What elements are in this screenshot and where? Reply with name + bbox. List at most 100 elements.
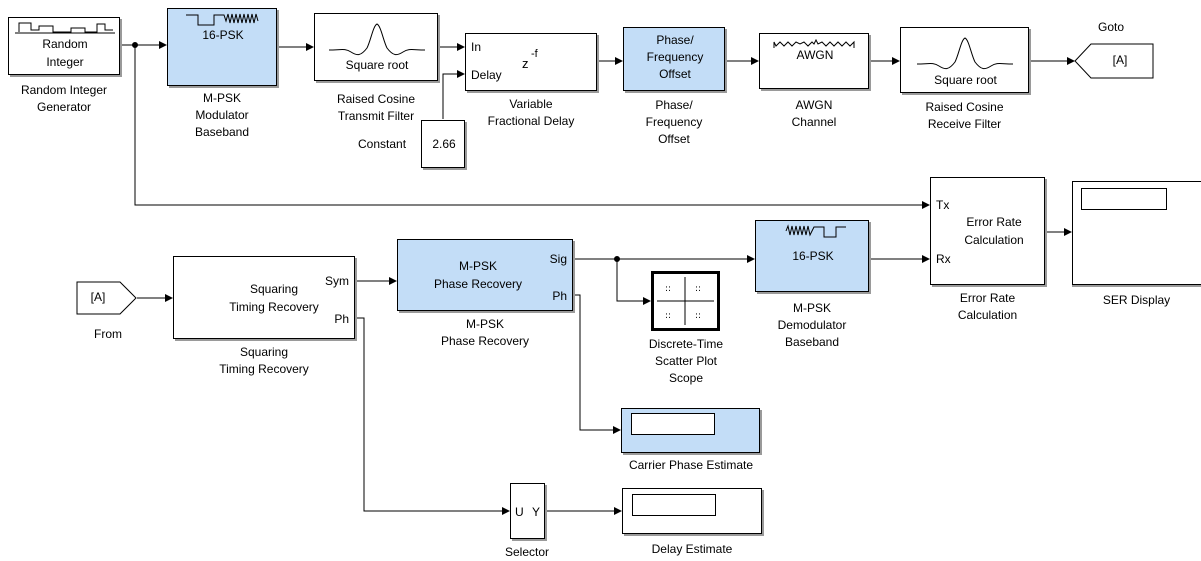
timing-recovery-text-2: Timing Recovery	[229, 300, 319, 314]
wire-timing-ph-to-selector	[355, 317, 510, 515]
scatter-scope-caption: Discrete-Time Scatter Plot Scope	[626, 336, 746, 387]
caption-line: Random Integer	[20, 83, 108, 97]
phase-offset-block[interactable]: Phase/ Frequency Offset	[623, 27, 725, 91]
delay-estimate-screen	[632, 494, 716, 516]
caption-line: Demodulator	[777, 318, 847, 332]
mpsk-modulator-block[interactable]: 16-PSK	[167, 8, 277, 86]
scatter-scope-block[interactable]: :::: ::::	[651, 271, 720, 331]
caption-line: M-PSK	[202, 91, 241, 105]
wire-phaserec-to-scatter	[616, 259, 651, 305]
error-rate-caption: Error Rate Calculation	[930, 290, 1045, 324]
from-tag-text: [A]	[90, 290, 106, 304]
caption-line: Fractional Delay	[487, 114, 575, 128]
caption-line: AWGN	[795, 98, 833, 112]
phase-recovery-block[interactable]: M-PSK Phase Recovery Sig Ph	[397, 239, 573, 311]
caption-line: Raised Cosine	[336, 92, 416, 106]
rx-filter-block[interactable]: Square root	[900, 27, 1029, 93]
from-tag-shape[interactable]	[76, 281, 140, 317]
tx-filter-block[interactable]: Square root	[314, 13, 438, 81]
constant-value: 2.66	[432, 137, 456, 151]
port-tx-label: Tx	[936, 198, 950, 212]
mpsk-demodulator-block[interactable]: 16-PSK	[755, 220, 869, 292]
caption-line: Modulator	[195, 108, 249, 122]
caption-line: Phase Recovery	[440, 334, 530, 348]
caption-line: Receive Filter	[927, 117, 1002, 131]
ser-display-caption: SER Display	[1102, 293, 1171, 307]
caption-line: Timing Recovery	[219, 362, 309, 376]
goto-caption: Goto	[1097, 20, 1124, 34]
caption-line: Squaring	[239, 345, 289, 359]
selector-block[interactable]: U Y	[510, 483, 545, 539]
port-ph-label: Ph	[552, 289, 567, 303]
selector-caption: Selector	[504, 545, 550, 559]
wire-phaserec-ph-to-carrier	[573, 294, 621, 434]
random-integer-caption: Random Integer Generator	[0, 82, 128, 116]
awgn-block[interactable]: AWGN	[759, 33, 869, 89]
caption-line: Transmit Filter	[337, 109, 415, 123]
caption-line: Scatter Plot	[654, 354, 718, 368]
awgn-caption: AWGN Channel	[759, 97, 869, 131]
demodulator-waveform-icon	[785, 224, 846, 238]
svg-text:::: ::	[665, 311, 671, 321]
caption-line: Baseband	[784, 335, 840, 349]
phase-recovery-text-2: Phase Recovery	[433, 277, 523, 291]
random-integer-icon	[15, 22, 115, 34]
error-rate-text-1: Error Rate	[966, 215, 1022, 229]
random-integer-block[interactable]: Random Integer	[8, 17, 120, 75]
variable-delay-block[interactable]: In Delay z -f	[465, 33, 597, 91]
phase-offset-text-2: Frequency	[646, 50, 704, 64]
carrier-phase-block[interactable]	[621, 408, 760, 453]
from-caption: From	[94, 327, 122, 341]
goto-tag-text: [A]	[1112, 53, 1128, 67]
caption-line: M-PSK	[792, 301, 831, 315]
rx-filter-text: Square root	[934, 73, 997, 87]
caption-line: Error Rate	[959, 291, 1016, 305]
delay-exponent: -f	[531, 48, 538, 60]
delay-estimate-caption: Delay Estimate	[651, 542, 733, 556]
svg-text:::: ::	[695, 284, 701, 294]
mpsk-demodulator-text: 16-PSK	[792, 249, 834, 263]
modulator-waveform-icon	[186, 13, 259, 26]
timing-recovery-text-1: Squaring	[249, 282, 299, 296]
phase-recovery-text-1: M-PSK	[458, 259, 497, 273]
goto-tag-shape[interactable]	[1073, 43, 1155, 83]
tx-filter-text: Square root	[345, 58, 409, 72]
port-sym-label: Sym	[325, 274, 349, 288]
variable-delay-caption: Variable Fractional Delay	[465, 96, 597, 130]
caption-line: Generator	[36, 100, 92, 114]
constant-label: Constant	[358, 137, 407, 151]
svg-text:::: ::	[695, 311, 701, 321]
port-ph-label: Ph	[334, 312, 349, 326]
random-integer-text-2: Integer	[46, 55, 84, 69]
caption-line: Phase/	[655, 98, 693, 112]
caption-line: Variable	[509, 97, 553, 111]
port-in-label: In	[471, 40, 482, 54]
pulse-shape-icon	[916, 37, 1014, 70]
pulse-shape-icon	[328, 23, 426, 56]
awgn-text: AWGN	[796, 48, 834, 62]
delay-estimate-block[interactable]	[622, 488, 762, 534]
mpsk-modulator-text: 16-PSK	[202, 28, 244, 42]
caption-line: Offset	[658, 132, 690, 146]
ser-display-block[interactable]	[1072, 181, 1201, 285]
caption-line: M-PSK	[465, 317, 504, 331]
rx-filter-caption: Raised Cosine Receive Filter	[892, 99, 1037, 133]
error-rate-block[interactable]: Tx Rx Error Rate Calculation	[930, 177, 1045, 285]
caption-line: Discrete-Time	[648, 337, 724, 351]
caption-line: Channel	[791, 115, 837, 129]
tx-filter-caption: Raised Cosine Transmit Filter	[300, 91, 452, 125]
caption-line: Calculation	[957, 308, 1018, 322]
caption-line: Frequency	[645, 115, 703, 129]
mpsk-modulator-caption: M-PSK Modulator Baseband	[167, 90, 277, 141]
port-delay-label: Delay	[471, 68, 502, 82]
timing-recovery-block[interactable]: Squaring Timing Recovery Sym Ph	[173, 256, 355, 339]
random-integer-text-1: Random	[42, 37, 88, 51]
carrier-phase-caption: Carrier Phase Estimate	[628, 458, 754, 472]
port-y-label: Y	[532, 505, 541, 519]
constellation-icon: :::: ::::	[657, 277, 714, 325]
ser-display-screen	[1081, 188, 1167, 210]
constant-block[interactable]: 2.66	[421, 120, 465, 168]
mpsk-demodulator-caption: M-PSK Demodulator Baseband	[755, 300, 869, 351]
